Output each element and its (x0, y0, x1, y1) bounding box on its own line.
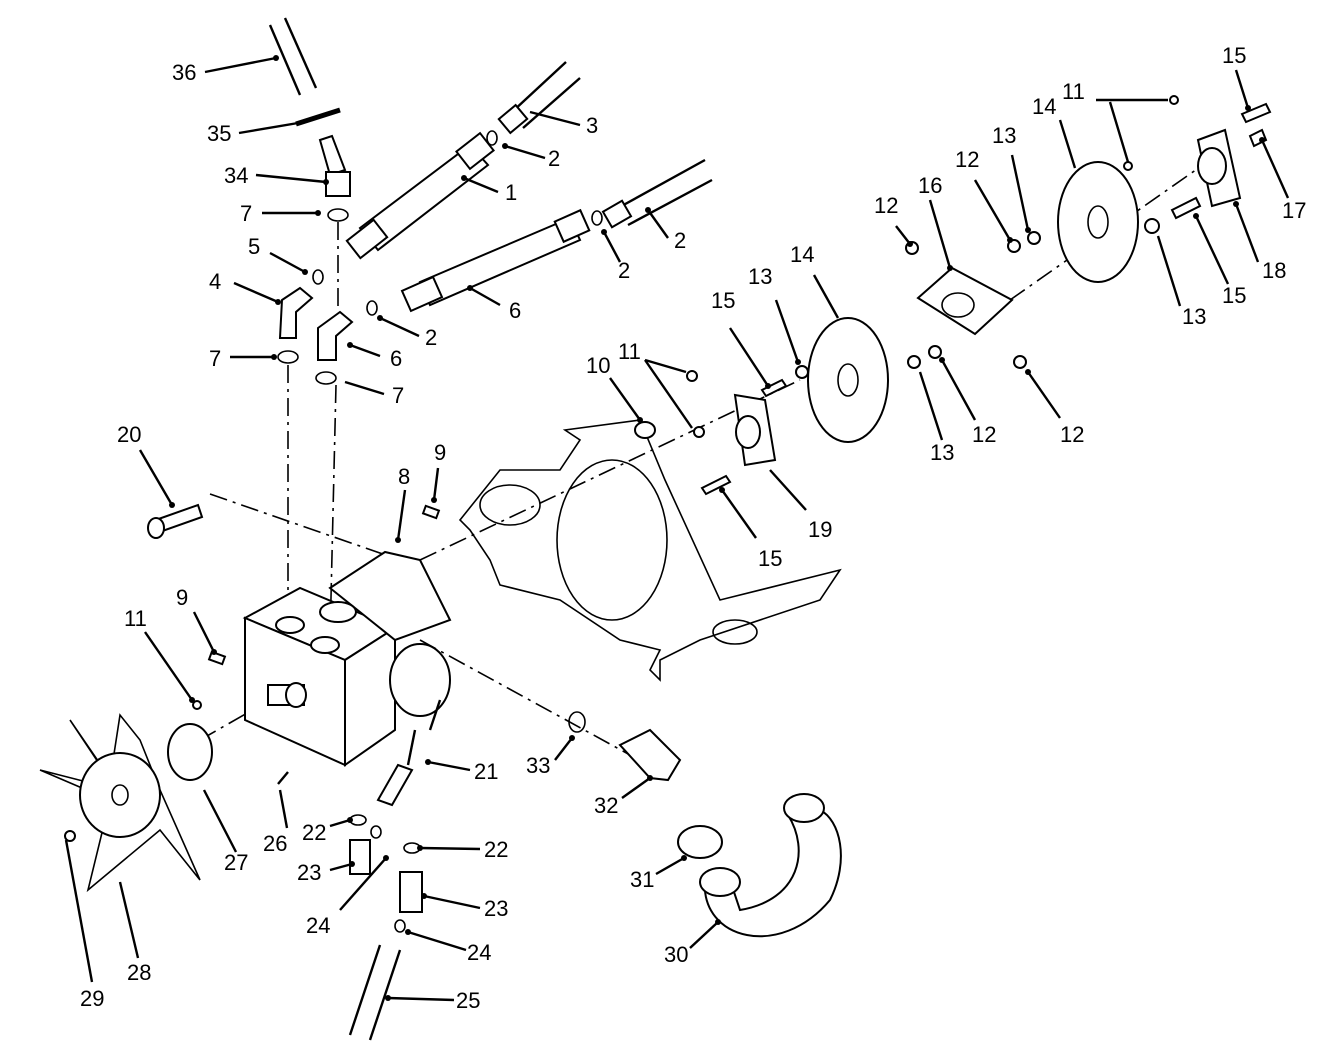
callout-31: 31 (630, 867, 654, 892)
callout-7: 7 (240, 201, 252, 226)
callout-14: 14 (790, 242, 814, 267)
suction-and-drain-fittings (277, 699, 442, 1041)
callout-4: 6 (509, 298, 521, 323)
callout-36: 36 (172, 60, 196, 85)
callout-13: 13 (992, 123, 1016, 148)
callout-15: 15 (1222, 43, 1246, 68)
callout-33: 33 (526, 753, 550, 778)
callout-6: 4 (209, 269, 221, 294)
callout-13: 13 (748, 264, 772, 289)
callout-27: 27 (224, 850, 248, 875)
callout-18: 18 (1262, 258, 1286, 283)
callout-14: 14 (1032, 94, 1056, 119)
callout-9: 9 (176, 585, 188, 610)
fan-assembly (39, 700, 213, 893)
callout-5: 2 (674, 228, 686, 253)
part-4-hose-assembly (400, 208, 591, 313)
callout-24: 24 (306, 913, 330, 938)
callout-15: 15 (711, 288, 735, 313)
callout-12: 12 (874, 193, 898, 218)
callout-17: 17 (1282, 198, 1306, 223)
part-9-key-b (207, 650, 227, 666)
callout-30: 30 (664, 942, 688, 967)
o-rings (277, 130, 603, 385)
callout-6: 6 (390, 346, 402, 371)
callout-23: 23 (484, 896, 508, 921)
callout-19: 19 (808, 517, 832, 542)
callout-1: 1 (505, 180, 517, 205)
callout-29: 29 (80, 986, 104, 1011)
callout-34: 34 (224, 163, 248, 188)
callout-35: 35 (207, 121, 231, 146)
callout-15: 15 (1222, 283, 1246, 308)
callout-2: 2 (548, 146, 560, 171)
part-3-hose (497, 61, 581, 135)
callout-2: 2 (425, 325, 437, 350)
callout-24: 24 (467, 940, 491, 965)
callout-28: 28 (127, 960, 151, 985)
callout-15: 15 (758, 546, 782, 571)
callout-20: 20 (117, 422, 141, 447)
callout-26: 26 (263, 831, 287, 856)
callout-16: 16 (918, 173, 942, 198)
callout-22: 22 (302, 820, 326, 845)
callout-13: 13 (930, 440, 954, 465)
callout-2: 5 (248, 234, 260, 259)
callout-25: 25 (456, 988, 480, 1013)
hydraulic-pump-body (242, 550, 452, 767)
callout-12: 12 (955, 147, 979, 172)
suction-tube-assembly (568, 711, 842, 938)
callout-labels: 36 35 34 3 2 1 7 2 5 6 2 4 2 6 7 7 20 9 … (80, 43, 1306, 1013)
callout-7: 7 (392, 383, 404, 408)
callout-10: 10 (586, 353, 610, 378)
callout-22: 22 (484, 837, 508, 862)
callout-21: 21 (474, 759, 498, 784)
parts-artwork (39, 17, 1272, 1041)
part-1-hose-assembly (345, 131, 495, 260)
callout-2: 2 (618, 258, 630, 283)
callout-11: 11 (618, 339, 641, 364)
callout-13: 13 (1182, 304, 1206, 329)
callout-9: 9 (434, 440, 446, 465)
part-6-elbows (278, 286, 354, 361)
callout-11: 11 (1062, 79, 1085, 104)
callout-11: 11 (124, 606, 147, 631)
callout-3: 3 (586, 113, 598, 138)
callout-12: 12 (972, 422, 996, 447)
part-9-key-a (421, 504, 441, 520)
leader-lines (64, 55, 1290, 1002)
callout-7: 7 (209, 346, 221, 371)
part-34-fitting (318, 134, 351, 197)
part-35-stud (295, 107, 341, 127)
callout-8: 8 (398, 464, 410, 489)
part-5-hose (601, 158, 713, 229)
callout-23: 23 (297, 860, 321, 885)
coupling-assembly (634, 95, 1272, 496)
engine-mount-bracket (458, 419, 842, 682)
callout-32: 32 (594, 793, 618, 818)
callout-12: 12 (1060, 422, 1084, 447)
part-36-tube (268, 17, 318, 96)
part-20-bolt (147, 503, 204, 539)
